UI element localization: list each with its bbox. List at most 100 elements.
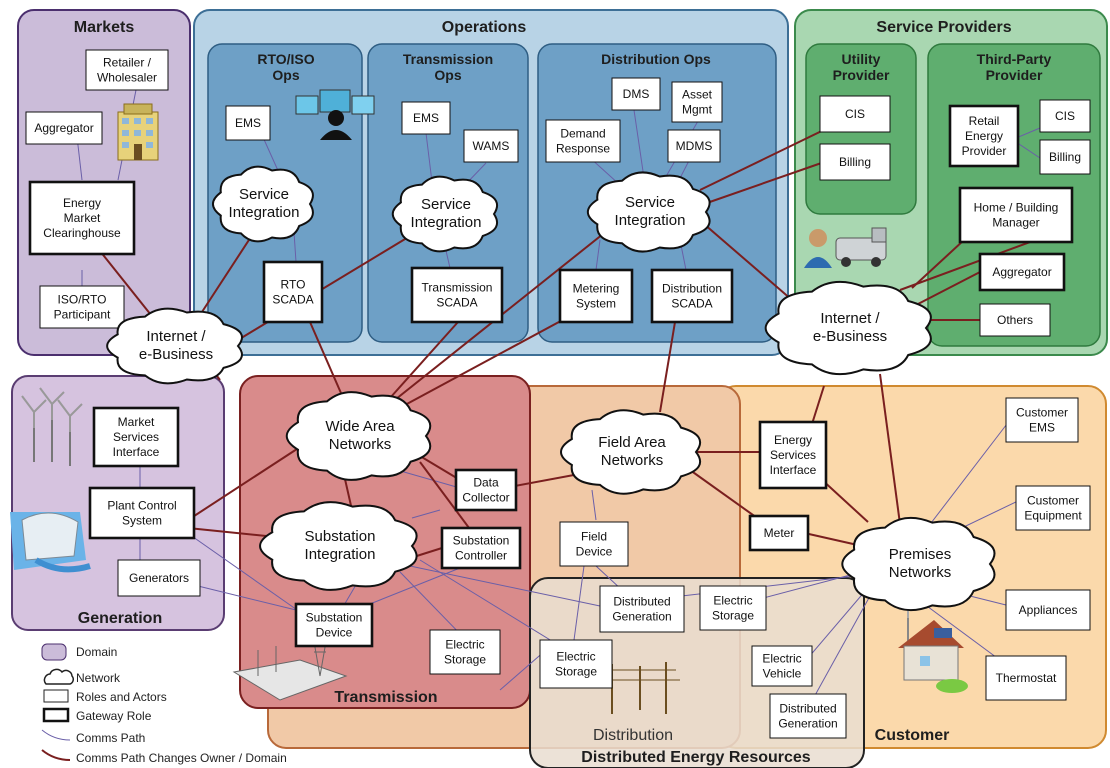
billing-utility-label: Billing [839,155,871,169]
transmission-scada-box [410,266,504,324]
substation-integration-cloud-shape [259,501,418,591]
ems-rto-box [225,105,271,141]
wind-turbines-icon [21,387,83,466]
electric-storage-cust-box [699,585,767,631]
si-rto-cloud-shape [211,165,314,243]
others-role: Others [979,303,1051,337]
distribution-poles-icon [600,662,680,714]
illustrations [10,89,968,714]
ems-trans-role: EMS [401,101,451,135]
legend-network-label: Network [76,671,121,685]
billing-third-role: Billing [1039,139,1091,175]
thermostat-box [985,655,1067,701]
wams-label: WAMS [473,139,510,153]
ems-rto-label: EMS [235,116,261,130]
appliances-box [1005,589,1091,631]
aggregator-mkt-role: Aggregator [25,111,103,145]
fan-cloud-shape [560,409,701,495]
generation-label: Generation [78,610,162,627]
hydro-dam-icon [10,512,91,573]
distribution-scada-box [650,268,734,324]
billing-utility-box [819,143,891,181]
dms-label: DMS [623,87,650,101]
wams-box [463,129,519,163]
generators-box [117,559,201,597]
distributed-generation-cust-box [769,693,847,739]
service-truck-icon [804,227,887,268]
cis-third-box [1039,99,1091,133]
internet-left-network-cloud: Internet /e-Business [106,307,243,385]
aggregator-mkt-box [25,111,103,145]
legend-domain-label: Domain [76,645,117,659]
clearinghouse-box [28,180,136,256]
substation-controller-box [440,526,522,570]
ems-rto-role: EMS [225,105,271,141]
retailer-label: Retailer /Wholesaler [97,56,157,85]
office-building-icon [117,103,159,161]
der-label: Distributed Energy Resources [581,749,811,766]
electric-storage-der-box [539,639,613,689]
rto-scada-box [262,260,324,324]
asset-mgmt-box [671,81,723,123]
legend-domain-swatch [41,643,67,661]
legend-network-swatch [43,668,74,685]
substation-icon [232,629,348,701]
ems-trans-box [401,101,451,135]
internet-right-network-cloud: Internet /e-Business [764,280,932,376]
substation-device-box [294,602,374,648]
billing-third-box [1039,139,1091,175]
aggregator-sp-box [978,252,1066,292]
operations-label: Operations [442,19,527,36]
legend: Domain Network Roles and Actors Gateway … [41,643,287,765]
mdms-box [667,129,721,163]
markets-label: Markets [74,19,135,36]
field-device-box [559,521,629,567]
electric-vehicle-box [751,645,813,687]
distributed-generation-der-box [599,585,685,633]
dms-role: DMS [611,77,661,111]
si-trans-cloud-shape [391,175,498,253]
customer-equipment-box [1015,485,1091,531]
aggregator-mkt-label: Aggregator [34,121,93,135]
legend-gateway-label: Gateway Role [76,709,152,723]
thermostat-label: Thermostat [996,671,1057,685]
